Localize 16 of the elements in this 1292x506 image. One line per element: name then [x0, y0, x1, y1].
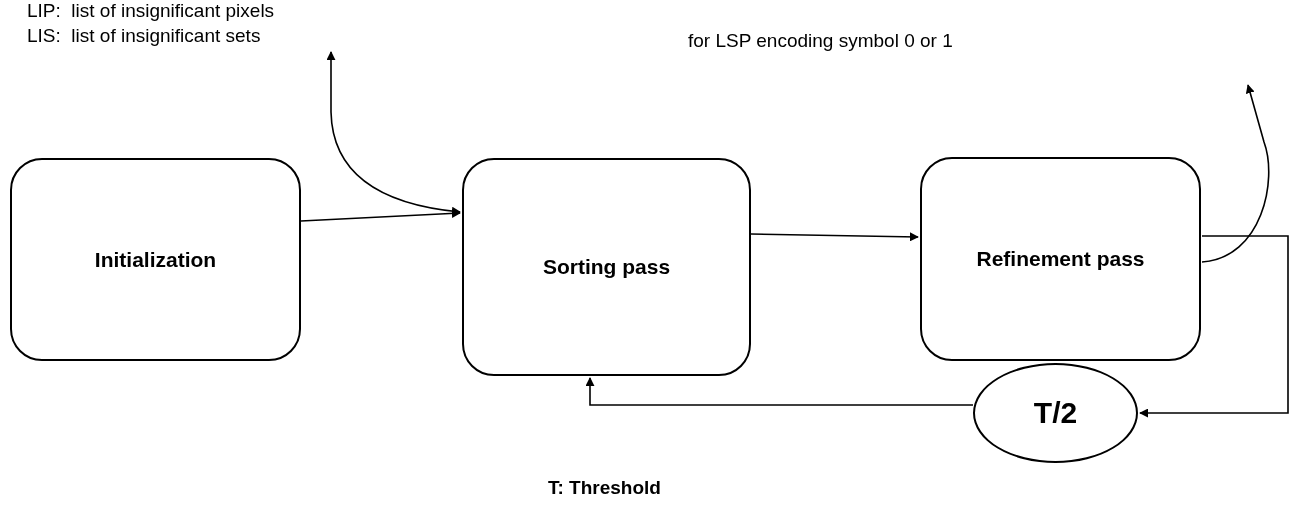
node-label: Initialization [94, 247, 217, 272]
annotation-text: for LSP encoding symbol 0 or 1 [688, 30, 953, 52]
process-box [920, 157, 1201, 361]
process-box [462, 158, 751, 376]
arrow [1139, 235, 1289, 418]
arrow [585, 377, 974, 406]
process-box [10, 158, 301, 361]
arrow [300, 208, 461, 222]
annotation-text: LIS: list of insignificant sets [27, 24, 337, 48]
node-label: Sorting pass [542, 255, 671, 279]
arrow [1201, 84, 1270, 263]
note-text: T: Threshold [548, 477, 661, 499]
node-label: T/2 [1033, 396, 1078, 430]
annotation-text: LIP: list of insignificant pixels [27, 0, 275, 22]
node-label: Refinement pass [976, 247, 1145, 271]
arrow [750, 232, 919, 242]
